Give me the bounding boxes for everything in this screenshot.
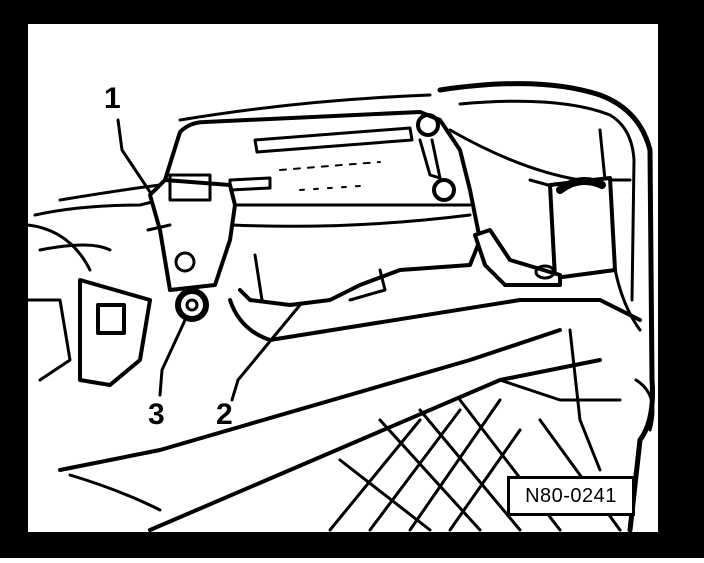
grille-lattice (328, 398, 622, 532)
leader-line-2 (230, 303, 302, 402)
leader-line-1 (116, 118, 152, 194)
housing-linework (26, 81, 655, 533)
callout-1: 1 (104, 82, 121, 115)
leader-line-3 (158, 316, 188, 397)
callout-2: 2 (216, 398, 233, 431)
reference-code-box: N80-0241 (507, 476, 635, 516)
reference-code: N80-0241 (525, 484, 617, 507)
callout-3: 3 (148, 398, 165, 431)
